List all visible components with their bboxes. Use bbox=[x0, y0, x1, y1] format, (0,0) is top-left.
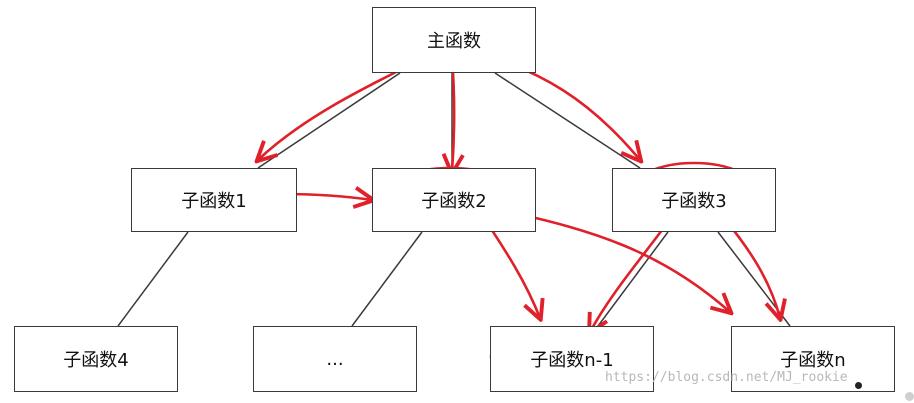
node-label: ... bbox=[326, 348, 344, 370]
edge-child2-ellipsis bbox=[351, 231, 423, 327]
node-label: 子函数4 bbox=[63, 350, 129, 371]
red-arrow-child2-to-childn1 bbox=[482, 216, 540, 318]
node-child1: 子函数1 bbox=[131, 168, 297, 232]
node-ellipsis: ... bbox=[253, 326, 417, 392]
node-label: 子函数1 bbox=[181, 191, 247, 212]
node-label: 子函数n-1 bbox=[530, 350, 614, 371]
node-child2: 子函数2 bbox=[372, 168, 536, 232]
edge-child3-childn1 bbox=[597, 231, 669, 327]
edge-root-child1 bbox=[257, 72, 401, 169]
edge-child1-child4 bbox=[117, 231, 189, 327]
node-child-n: 子函数n bbox=[731, 326, 895, 392]
red-arrow-child3-to-childn1 bbox=[590, 220, 670, 332]
node-label: 子函数2 bbox=[421, 191, 487, 212]
node-label: 子函数3 bbox=[661, 191, 727, 212]
red-arrow-root-to-child1 bbox=[258, 66, 406, 160]
node-label: 主函数 bbox=[427, 31, 481, 52]
node-child-n-minus-1: 子函数n-1 bbox=[490, 326, 654, 392]
node-child3: 子函数3 bbox=[612, 168, 776, 232]
corner-mark bbox=[905, 392, 914, 401]
cursor-dot bbox=[855, 382, 862, 389]
edge-root-child3 bbox=[494, 72, 641, 169]
node-main-function: 主函数 bbox=[372, 7, 536, 73]
red-arrow-child2-to-childn bbox=[508, 210, 730, 312]
watermark-text: https://blog.csdn.net/MJ_rookie bbox=[605, 370, 848, 385]
node-child4: 子函数4 bbox=[14, 326, 178, 392]
node-label: 子函数n bbox=[780, 350, 846, 371]
